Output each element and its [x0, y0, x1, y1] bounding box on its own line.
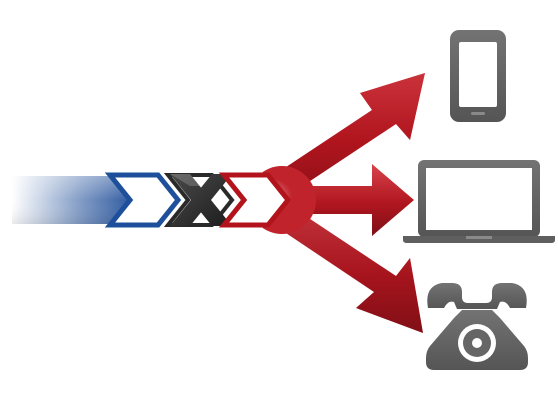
chevron-x-logo [104, 172, 292, 228]
incoming-stream [12, 176, 134, 224]
smartphone-icon [450, 30, 506, 122]
arrow-to-smartphone [262, 73, 425, 197]
red-chevron [218, 172, 292, 228]
desk-phone-icon [426, 283, 528, 370]
arrow-to-desk-phone [262, 203, 423, 333]
blue-chevron [104, 172, 182, 228]
arrow-to-laptop [270, 164, 414, 236]
x-mark-icon [170, 174, 232, 226]
laptop-icon [403, 160, 555, 243]
